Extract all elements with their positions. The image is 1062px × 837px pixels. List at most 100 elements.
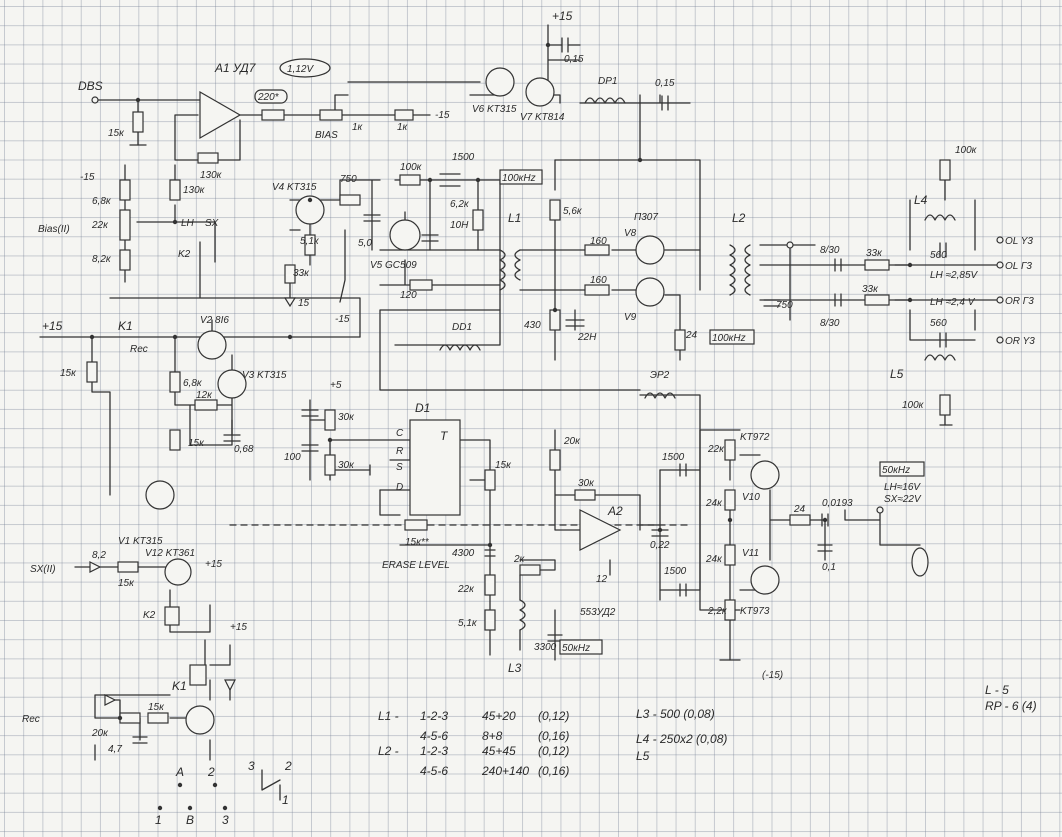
label-c100: 100 (284, 452, 301, 463)
winding-turns: 45+45 (482, 744, 516, 758)
label-l2: L2 (732, 211, 746, 225)
label-r130k-b: 130к (183, 185, 206, 196)
label-r1k-a: 1к (352, 122, 364, 133)
label-r82: 8,2 (92, 550, 106, 561)
terminal-out (876, 506, 884, 514)
label-c830-b: 8/30 (820, 318, 840, 329)
resistor-bias (319, 109, 343, 121)
diode-15 (283, 297, 297, 308)
label-l1: L1 (508, 211, 521, 225)
capacitor-015-a (547, 37, 581, 53)
label-box-100khz-a (499, 169, 543, 185)
label-r22k-d: 2,2к (707, 606, 728, 617)
label-c10n: 10Н (450, 220, 469, 231)
label-r12k: 12к (196, 390, 213, 401)
transistor-v3 (217, 369, 247, 399)
resistor-15k (132, 111, 144, 133)
label-c015-a: 0,15 (564, 54, 584, 65)
label-r120: 120 (400, 290, 417, 301)
label-sw-a: A (175, 765, 184, 779)
label-ol-g3: OL Г3 (1005, 261, 1032, 272)
capacitor-750 (763, 299, 781, 307)
label-r24-a: 24 (685, 330, 698, 341)
inductor-l3 (519, 599, 526, 631)
label-sw-2a: 2 (207, 765, 215, 779)
label-r22k-b: 22к (457, 584, 475, 595)
resistor-33k (284, 264, 296, 284)
resistor-15k-b (86, 361, 98, 383)
label-lh-285: LH ≈2,85V (930, 270, 979, 281)
label-v3: V3 KT315 (242, 370, 287, 381)
inductor-dd1 (439, 344, 481, 351)
label-r750-b: 750 (776, 300, 793, 311)
label-minus15-c: -15 (435, 110, 450, 121)
resistor-15k-c (169, 429, 181, 451)
label-c560-a: 560 (930, 250, 947, 261)
label-kt972: KT972 (740, 432, 770, 443)
label-k2-b: K2 (143, 610, 156, 621)
transformer-l1-secondary (514, 249, 521, 281)
capacitor-22n (565, 319, 585, 327)
transformer-l2 (729, 244, 736, 296)
label-sw-3: 3 (222, 813, 229, 827)
label-minus15-a: -15 (80, 172, 95, 183)
label-r51k: 5,1к (300, 236, 320, 247)
label-c068: 0,68 (234, 444, 254, 455)
resistor-12k (194, 399, 218, 411)
label-box-50khz-a (559, 639, 603, 655)
resistor-15k-g (147, 712, 169, 724)
inductor-l4 (924, 214, 956, 221)
winding-taps: 4-5-6 (420, 729, 448, 743)
label-v6: V6 KT315 (472, 104, 517, 115)
label-plus15-c: +15 (205, 559, 222, 570)
diode-8-2 (89, 561, 102, 573)
label-r160-a: 160 (590, 236, 607, 247)
winding-wire: (0,12) (538, 744, 569, 758)
winding-taps: 1-2-3 (420, 744, 448, 758)
switch-contact (261, 769, 281, 801)
resistor-5k1-b (484, 609, 496, 631)
resistor-2k (519, 564, 541, 576)
terminal-dbs (91, 96, 99, 104)
label-kt973: KT973 (740, 606, 770, 617)
label-c-pin: C (396, 428, 404, 439)
capacitor-1500-b (679, 463, 687, 477)
resistor-130k (169, 179, 181, 201)
resistor-100k (399, 174, 421, 186)
components (86, 37, 1004, 744)
erase-head (911, 547, 929, 577)
label-r15k-c: 15к (188, 438, 205, 449)
label-s-pin: S (396, 462, 403, 473)
resistor-24 (674, 329, 686, 351)
label-r56k: 5,6к (563, 206, 583, 217)
resistor-20k (549, 449, 561, 471)
label-v7: V7 KT814 (520, 112, 565, 123)
label-100khz-b: 100кHz (712, 333, 746, 344)
transistor-v11 (750, 565, 780, 595)
label-r22k-c: 22к (707, 444, 725, 455)
transistor-v12 (164, 558, 192, 586)
stamp-line: L - 5 (985, 683, 1009, 697)
label-r160-b: 160 (590, 275, 607, 286)
winding-turns: 240+140 (481, 764, 529, 778)
label-plus15-d: +15 (230, 622, 247, 633)
winding-wire: (0,16) (538, 764, 569, 778)
label-v1: V1 KT315 (118, 536, 163, 547)
label-r68k-b: 6,8к (183, 378, 203, 389)
label-v10: V10 (742, 492, 760, 503)
label-a2-type: 553УД2 (580, 607, 616, 618)
capacitor-100 (301, 444, 319, 452)
resistor-20k-b (119, 712, 141, 724)
transistor-v5 (389, 219, 421, 251)
winding-right: L3 - 500 (0,08)L4 - 250x2 (0,08)L5 (636, 707, 727, 763)
label-r33k-b: 33к (866, 248, 883, 259)
capacitor-560-a (939, 242, 947, 258)
label-d15: 15 (298, 298, 310, 309)
resistor-30k-b (324, 454, 336, 476)
label-sw-1: 1 (155, 813, 162, 827)
label-r62k: 6,2к (450, 199, 470, 210)
resistor-130k-feedback (197, 152, 219, 164)
resistor-33k-b (864, 259, 890, 271)
label-r100k-a: 100к (400, 162, 423, 173)
